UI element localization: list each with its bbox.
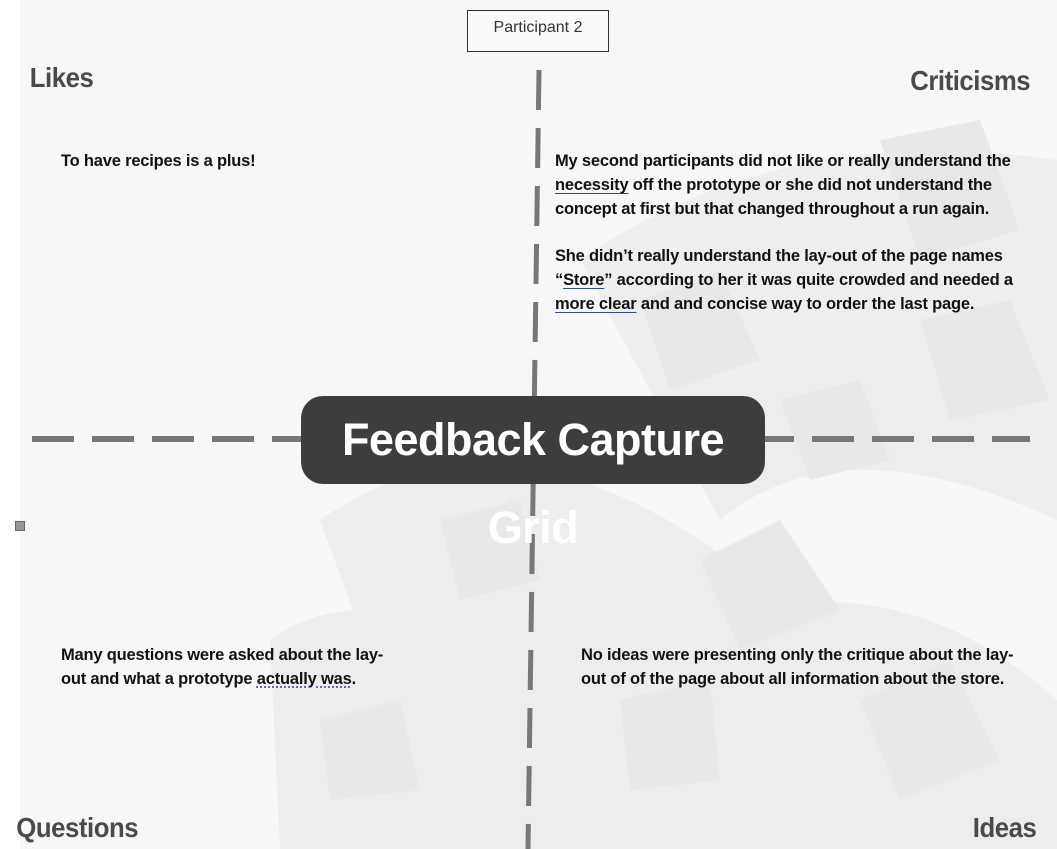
participant-label[interactable]: Participant 2	[467, 10, 609, 52]
store-link[interactable]: Store	[563, 271, 605, 289]
necessity-link[interactable]: necessity	[555, 176, 629, 194]
criticisms-note-1-text-b: off the prototype or she did not underst…	[555, 176, 992, 218]
questions-title: Questions	[16, 812, 139, 843]
questions-note-text-a: Many questions were asked about the lay-…	[61, 646, 384, 688]
ideas-title: Ideas	[972, 812, 1037, 843]
more-clear-link[interactable]: more clear	[555, 295, 637, 313]
criticisms-title: Criticisms	[910, 65, 1031, 96]
criticisms-note-2-text-c: and and concise way to order the last pa…	[636, 295, 975, 313]
ideas-note[interactable]: No ideas were presenting only the critiq…	[581, 646, 1014, 688]
likes-title: Likes	[29, 62, 94, 93]
criticisms-note-1-text-a: My second participants did not like or r…	[555, 152, 1011, 170]
criticisms-note-2[interactable]: She didn’t really understand the lay-out…	[555, 244, 1035, 316]
criticisms-note-1[interactable]: My second participants did not like or r…	[555, 149, 1050, 221]
resize-handle[interactable]	[15, 521, 25, 531]
actually-was-link[interactable]: actually was	[256, 670, 352, 688]
criticisms-note-2-text-a: She didn’t really understand the lay-out…	[555, 247, 1003, 289]
questions-note[interactable]: Many questions were asked about the lay-…	[61, 643, 401, 691]
criticisms-note-2-text-b: ” according to her it was quite crowded …	[604, 271, 1013, 289]
likes-note[interactable]: To have recipes is a plus!	[61, 152, 256, 170]
center-title[interactable]: Feedback Capture Grid	[301, 396, 765, 553]
vertical-divider	[525, 69, 542, 849]
questions-note-text-b: .	[351, 670, 357, 688]
